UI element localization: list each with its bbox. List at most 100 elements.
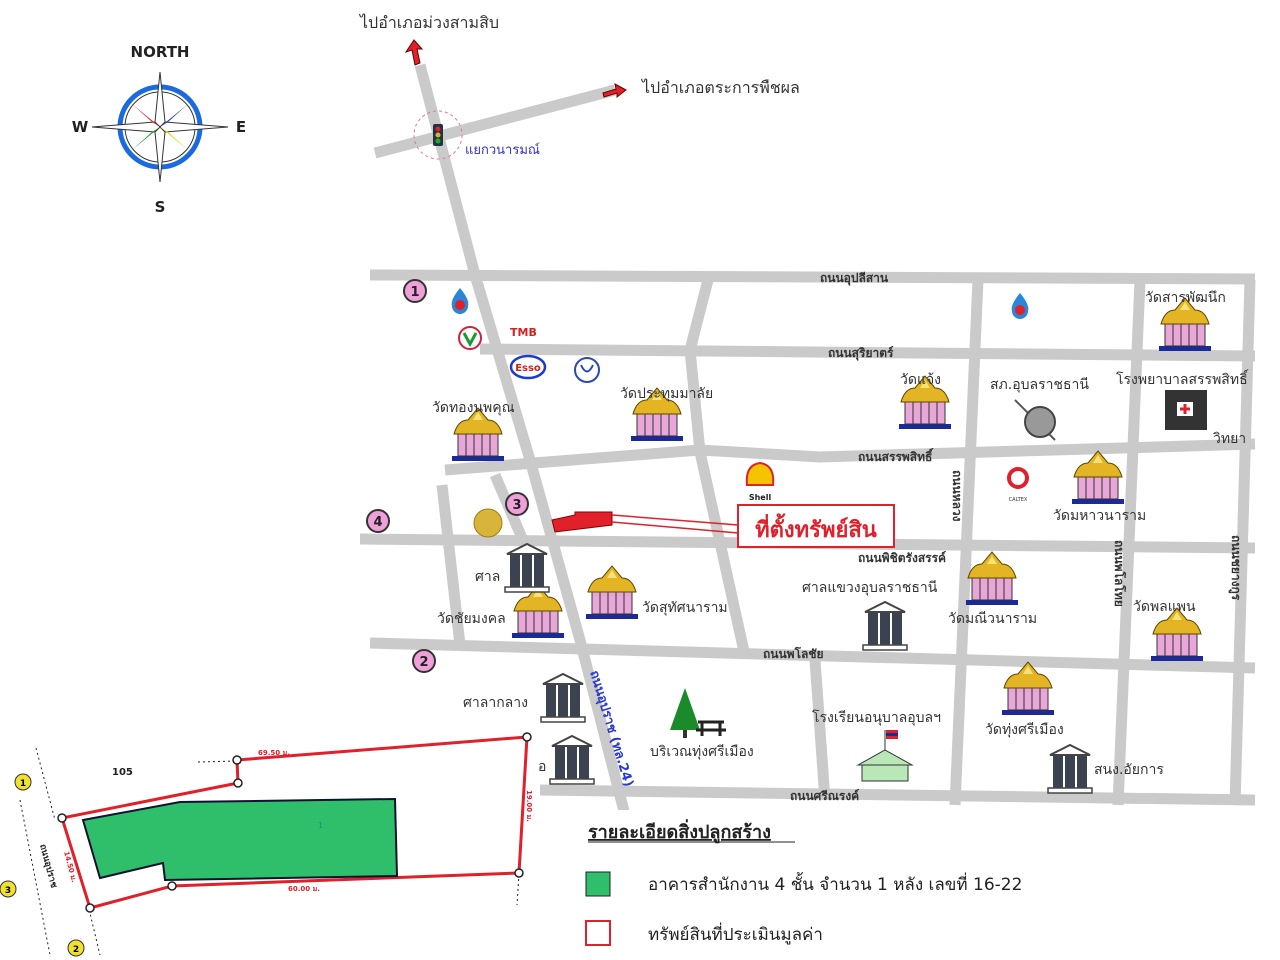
- road-label-sapphasit: ถนนสรรพสิทธิ์: [858, 448, 934, 464]
- road-phromthep: [1112, 279, 1146, 806]
- legend-label-property: ทรัพย์สินที่ประเมินมูลค่า: [648, 922, 823, 945]
- view-marker-3: 3: [0, 880, 17, 898]
- legend-label-building: อาคารสำนักงาน 4 ชั้น จำนวน 1 หลัง เลขที่…: [648, 872, 1022, 895]
- police-seal-icon: [1024, 406, 1056, 438]
- road-label-upalisan: ถนนอุปลีสาน: [820, 271, 889, 286]
- svg-text:2: 2: [73, 945, 79, 955]
- arrow-north-icon: [404, 39, 424, 66]
- arrow-east-icon: [602, 83, 627, 99]
- temple-icon: [585, 565, 639, 620]
- direction-trakan: ไปอำเภอตระการพืชผล: [640, 78, 800, 97]
- hospital-icon: [1165, 390, 1207, 430]
- road-label-luang: ถนนหลวง: [950, 470, 964, 522]
- svg-text:4: 4: [373, 515, 382, 530]
- label-wat-thung-si-mueang: วัดทุ่งศรีเมือง: [985, 722, 1064, 738]
- road-label-phromthep: ถนนพโลโทย: [1112, 540, 1127, 607]
- label-district-court: ศาลแขวงอุบลราชธานี: [802, 580, 938, 596]
- road-suriyat: [479, 343, 1256, 362]
- property-callout-box: [737, 504, 895, 548]
- compass-south: S: [155, 198, 166, 216]
- label-wat-phon-phaen: วัดพลแพน: [1133, 599, 1196, 615]
- direction-muang-sam-sip: ไปอำเภอม่วงสามสิบ: [358, 13, 499, 32]
- road-label-phonlachai: ถนนพโลชัย: [763, 646, 824, 661]
- marker-3: 3: [505, 492, 529, 516]
- school-icon: [856, 730, 914, 782]
- label-wat-chaeng: วัดแจ้ง: [900, 372, 941, 388]
- property-boundary: [60, 735, 529, 910]
- road-label-si-narong: ถนนศรีณรงค์: [790, 789, 859, 803]
- road-phonlachai: [369, 637, 1256, 674]
- label-wat-thong-nopphakhun: วัดทองนพคุณ: [432, 400, 515, 416]
- temple-icon: [1001, 661, 1055, 716]
- road-chayangkun: [1229, 279, 1256, 806]
- court-icon: [549, 735, 595, 785]
- svg-text:Shell: Shell: [749, 493, 772, 502]
- compass-north: NORTH: [131, 43, 190, 61]
- coin-icon: [473, 508, 503, 538]
- label-court: ศาล: [475, 569, 500, 585]
- road-small: [809, 659, 831, 801]
- road-network: [359, 63, 1256, 817]
- traffic-light-icon: [433, 124, 443, 146]
- view-marker-1: 1: [14, 773, 32, 791]
- label-wat-mani-wanaram: วัดมณีวนาราม: [948, 611, 1037, 627]
- intersection-label: แยกวนารมณ์: [465, 142, 540, 158]
- ptt-station-icon: [1011, 293, 1029, 319]
- plot-road-label: ถนนอุปราช: [37, 843, 59, 889]
- road-label-chayangkun: ถนนชยางกูร: [1228, 535, 1243, 601]
- legend-swatch-building: [585, 871, 611, 897]
- label-prosecutor: สนง.อัยการ: [1094, 762, 1164, 778]
- svg-text:3: 3: [5, 886, 11, 896]
- esso-logo: Esso: [509, 354, 547, 380]
- court-icon: [1047, 744, 1093, 794]
- ptt-station-icon: [451, 288, 469, 314]
- label-school: โรงเรียนอนุบาลอุบลฯ: [812, 709, 941, 726]
- dim-right: 19.00 ม.: [525, 790, 533, 822]
- property-marker[interactable]: [551, 511, 613, 533]
- property-callout-label: ที่ตั้งทรัพย์สิน: [755, 513, 877, 543]
- road-vertical: [684, 278, 751, 658]
- svg-text:1: 1: [410, 285, 419, 300]
- road-small: [436, 484, 466, 646]
- court-icon: [504, 543, 550, 593]
- marker-4: 4: [366, 509, 390, 533]
- compass-west: W: [72, 118, 89, 136]
- parcel-number: 105: [112, 767, 133, 778]
- legend-swatch-property: [585, 920, 611, 946]
- kbank-icon: [458, 326, 482, 350]
- svg-text:1: 1: [20, 779, 26, 789]
- label-city-hall: ศาลากลาง: [463, 695, 528, 711]
- road-upalisan: [369, 269, 1256, 285]
- svg-text:Esso: Esso: [515, 363, 541, 374]
- svg-text:2: 2: [419, 655, 428, 670]
- intersection-circle: [413, 110, 463, 160]
- building-number: 1: [318, 821, 323, 830]
- temple-icon: [1071, 450, 1125, 505]
- building-footprint: [81, 797, 399, 882]
- park-tree-icon: [670, 688, 726, 738]
- label-district-office: อ: [538, 759, 546, 775]
- shell-logo: Shell: [745, 461, 775, 502]
- compass-rose: NORTH W E S: [72, 43, 246, 216]
- tmb-logo: TMB: [510, 326, 537, 339]
- legend: รายละเอียดสิ่งปลูกสร้าง อาคารสำนักงาน 4 …: [585, 819, 1022, 946]
- marker-1: 1: [403, 279, 427, 303]
- road-sapphasit: [444, 438, 1256, 476]
- label-park: บริเวณทุ่งศรีเมือง: [650, 744, 754, 760]
- label-wat-suthat: วัดสุทัศนาราม: [642, 600, 728, 616]
- label-police: สภ.อุบลราชธานี: [990, 377, 1089, 393]
- label-wat-saraphan: วัดสารพัฒนึก: [1145, 290, 1226, 306]
- compass-east: E: [236, 118, 246, 136]
- marker-2: 2: [412, 649, 436, 673]
- view-marker-2: 2: [67, 939, 85, 957]
- temple-icon: [965, 551, 1019, 606]
- dim-top: 69.50 ม.: [258, 749, 290, 757]
- caltex-logo: CALTEX: [1007, 467, 1029, 503]
- dim-bottom: 60.00 ม.: [288, 885, 320, 893]
- road-label-phichit: ถนนพิชิตรังสรรค์: [858, 551, 946, 565]
- road-label-suriyat: ถนนสุริยาตร์: [828, 346, 894, 361]
- label-wat-prathum: วัดประทุมมาลัย: [620, 386, 713, 402]
- label-hospital: โรงพยาบาลสรรพสิทธิ์: [1116, 369, 1249, 388]
- temple-icon: [1150, 607, 1204, 662]
